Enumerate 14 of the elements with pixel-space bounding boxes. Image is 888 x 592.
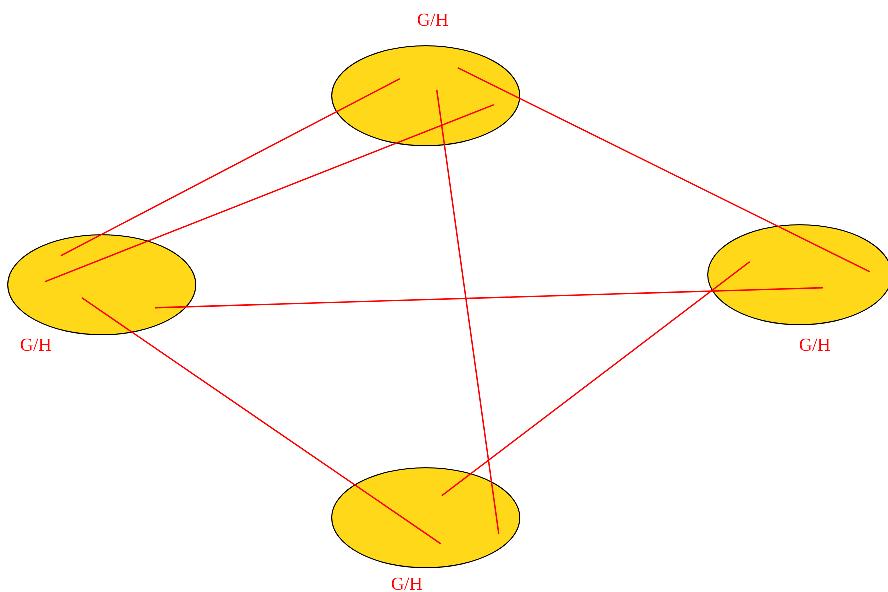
node-label: G/H — [418, 14, 448, 26]
connector-line — [442, 261, 750, 497]
connector-line — [60, 78, 400, 257]
connector-line — [436, 90, 500, 534]
node-label: G/H — [800, 338, 830, 352]
node-label: G/H — [21, 338, 52, 352]
ellipse-node — [707, 224, 888, 326]
ellipse-node — [7, 234, 197, 336]
ellipse-node — [331, 45, 521, 147]
connector-line — [458, 67, 870, 273]
connector-line — [82, 297, 442, 545]
ellipse-node — [331, 467, 521, 569]
connector-line — [44, 104, 494, 283]
node-label: G/H — [392, 578, 422, 590]
